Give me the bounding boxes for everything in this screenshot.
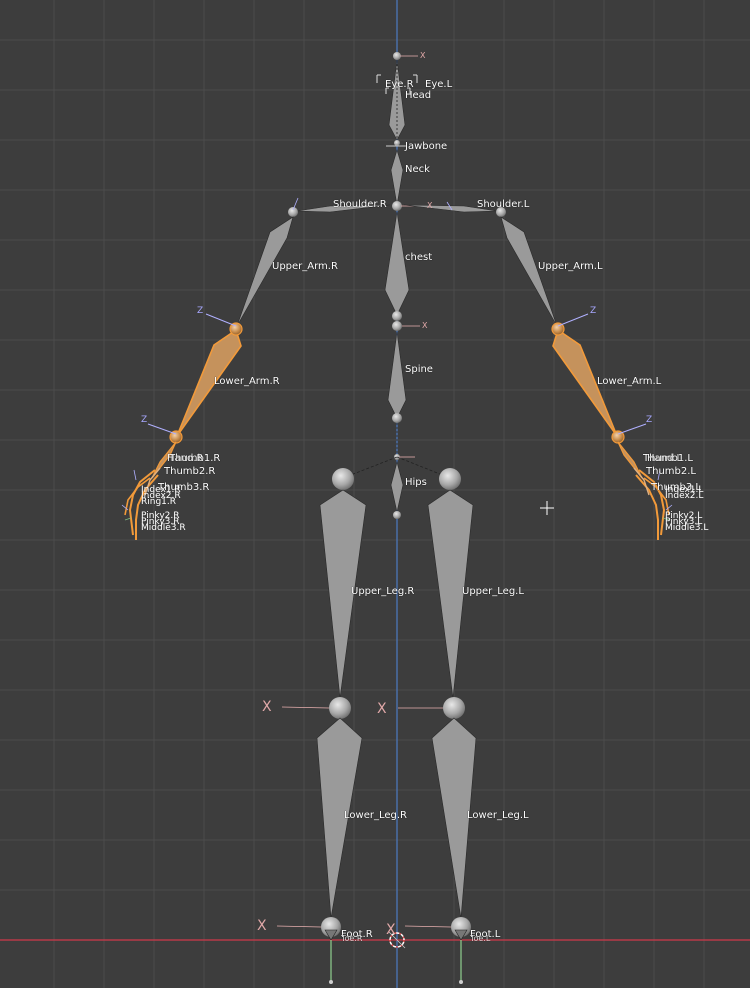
bone-label-thumb2-r: Thumb2.R (164, 466, 216, 477)
bone-upper-leg-l[interactable] (427, 468, 474, 699)
bone-label-lower-arm-r: Lower_Arm.R (214, 376, 280, 387)
bone-neck[interactable] (390, 148, 404, 206)
bone-label-head: Head (405, 90, 432, 101)
bone-label-eye-l: Eye.L (425, 79, 453, 90)
knee-r-axis-x-label: X (262, 699, 272, 715)
joint-neck-base[interactable] (392, 201, 402, 211)
bone-label-upper-arm-l: Upper_Arm.L (538, 261, 603, 272)
3d-cursor-icon[interactable] (388, 931, 406, 949)
bone-label-toe-l: Toe.L (470, 934, 491, 943)
bone-label-thumb1-r: Thumb1.R (169, 453, 221, 464)
wrist-l-axis-z-label: Z (646, 415, 653, 425)
bone-label-upper-leg-r: Upper_Leg.R (351, 586, 415, 597)
hand-r[interactable] (121, 423, 183, 540)
bone-label-pinky2-l: Pinky2.L (665, 511, 703, 521)
foot-l-axis-x-label: X (386, 922, 396, 938)
bone-label-shoulder-r: Shoulder.R (333, 199, 387, 210)
bone-label-jawbone: Jawbone (405, 141, 448, 152)
mouse-crosshair-icon (540, 501, 554, 515)
bone-label-thumb3-l: Thumb3.L (651, 482, 701, 493)
bone-head[interactable] (388, 59, 406, 141)
joint-head-top[interactable] (393, 52, 401, 60)
bone-label-lower-arm-l: Lower_Arm.L (597, 376, 662, 387)
bone-upper-leg-r[interactable] (319, 468, 367, 699)
bone-label-thumb2-l: Thumb2.L (646, 466, 696, 477)
bone-lower-leg-l[interactable] (398, 697, 477, 919)
bone-label-foot-l: Foot.L (470, 929, 501, 940)
bone-foot-l[interactable] (404, 917, 471, 984)
foot-r-axis-x-label: X (257, 918, 267, 934)
bone-label-index2-l: Index2.L (665, 491, 704, 501)
neck-axis-x-label: X (427, 201, 433, 210)
bone-label-index2-r: Index2.R (141, 491, 181, 501)
bone-label-lower-leg-r: Lower_Leg.R (344, 810, 407, 821)
bone-label-spine: Spine (405, 364, 433, 375)
bone-label-index1-r: Index1.R (141, 485, 181, 495)
knee-l-axis-x-label: X (377, 701, 387, 717)
wrist-r-axis-z-label: Z (141, 415, 148, 425)
hand-r-finger-labels: Index1.R Index2.R Ring1.R Pinky2.R Pinky… (141, 485, 186, 533)
head-axis-x-label: X (420, 51, 426, 60)
bone-lower-arm-l[interactable] (551, 313, 618, 437)
bone-label-upper-leg-l: Upper_Leg.L (462, 586, 524, 597)
joint-spine-top[interactable] (392, 321, 402, 331)
bone-spine[interactable] (387, 331, 407, 419)
bone-shoulder-l[interactable] (403, 201, 506, 217)
spine-axis-x-label: X (422, 321, 428, 330)
bone-label-lower-leg-l: Lower_Leg.L (467, 810, 529, 821)
joint-chest-base[interactable] (392, 311, 402, 321)
bone-foot-r[interactable] (276, 917, 341, 984)
bone-shoulder-r[interactable] (288, 197, 391, 217)
bone-label-pinky3-r: Pinky3.R (141, 517, 180, 527)
bone-lower-arm-r[interactable] (176, 313, 243, 437)
bone-label-shoulder-l: Shoulder.L (477, 199, 530, 210)
bone-label-eye-r: Eye.R (385, 79, 414, 90)
hand-l[interactable] (611, 423, 673, 540)
bone-lower-leg-r[interactable] (281, 697, 363, 919)
bone-label-middle3-l: Middle3.L (665, 523, 709, 533)
bone-label-chest: chest (405, 252, 433, 263)
bone-label-ring1-r: Ring1.R (141, 497, 177, 507)
hand-l-finger-labels: Index1.L Index2.L Pinky2.L Pinky3.L Midd… (665, 485, 709, 533)
bone-jawbone[interactable] (386, 140, 406, 147)
bone-label-neck: Neck (405, 164, 430, 175)
bone-label-pinky2-r: Pinky2.R (141, 511, 180, 521)
bone-label-thumb3-r: Thumb3.R (158, 482, 210, 493)
bone-label-thumb1-l: Thumb1.L (643, 453, 693, 464)
bone-label-middle3-r: Middle3.R (141, 523, 186, 533)
bone-label-foot-r: Foot.R (341, 929, 373, 940)
bone-label-pinky3-l: Pinky3.L (665, 517, 703, 527)
elbow-r-axis-z-label: Z (197, 306, 204, 316)
bone-hips[interactable] (390, 454, 404, 519)
bone-label-upper-arm-r: Upper_Arm.R (272, 261, 338, 272)
bone-label-hand-l: Hand.L (647, 453, 683, 464)
bone-label-index1-l: Index1.L (665, 485, 704, 495)
bone-label-hips: Hips (405, 477, 427, 488)
elbow-l-axis-z-label: Z (590, 306, 597, 316)
joint-spine-base[interactable] (392, 413, 402, 423)
bone-label-hand-r: Hand.R (167, 453, 204, 464)
bone-eyes[interactable] (376, 74, 418, 94)
bone-label-toe-r: Toe.R (341, 934, 363, 943)
